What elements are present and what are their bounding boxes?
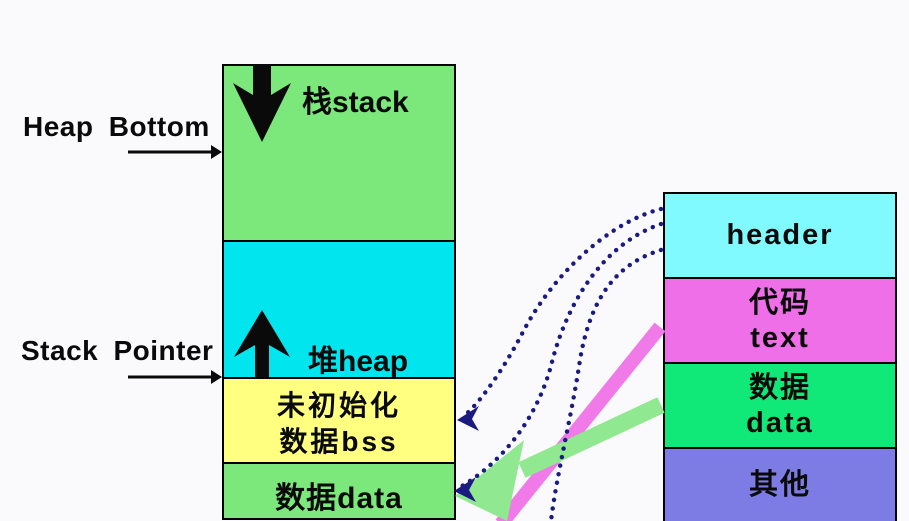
dotted-flow-arrow-3 (548, 247, 664, 521)
stack-segment-label: 栈stack (302, 86, 409, 119)
file-section-data: 数据 data (663, 362, 897, 449)
data-section-flow-stripe (518, 397, 665, 478)
heap-segment-label: 堆heap (308, 345, 409, 378)
dotted-arrowhead-to-bss (457, 406, 479, 431)
file-section-text: 代码 text (663, 277, 897, 364)
file-data-label-line1: 数据 (748, 371, 811, 404)
file-other-label: 其他 (748, 468, 811, 501)
file-header-label: header (726, 219, 834, 251)
dotted-flow-arrow-1 (461, 206, 664, 419)
file-section-header: header (663, 192, 897, 279)
memory-segment-data: 数据data (222, 462, 456, 520)
heap-bottom-pointer-arrowhead (211, 145, 222, 159)
memory-segment-stack: 栈stack (222, 64, 456, 242)
file-text-label-line2: text (750, 321, 810, 354)
stack-pointer-label: Stack Pointer (21, 335, 214, 366)
stack-pointer-arrowhead (211, 370, 222, 384)
data-segment-label: 数据data (275, 482, 403, 515)
bss-segment-label-line1: 未初始化 (276, 390, 401, 421)
file-data-label-line2: data (746, 406, 814, 439)
memory-segment-bss: 未初始化 数据bss (222, 377, 456, 464)
file-section-other: 其他 (663, 447, 897, 521)
memory-segment-heap: 堆heap (222, 240, 456, 379)
heap-bottom-label: Heap Bottom (23, 111, 210, 142)
dotted-flow-arrow-2 (459, 221, 664, 489)
data-section-flow-arrowhead (455, 440, 524, 521)
dotted-arrowhead-to-data (454, 477, 476, 502)
text-section-flow-stripe (495, 322, 666, 521)
bss-segment-label-line2: 数据bss (279, 426, 399, 457)
file-text-label-line1: 代码 (748, 286, 811, 319)
